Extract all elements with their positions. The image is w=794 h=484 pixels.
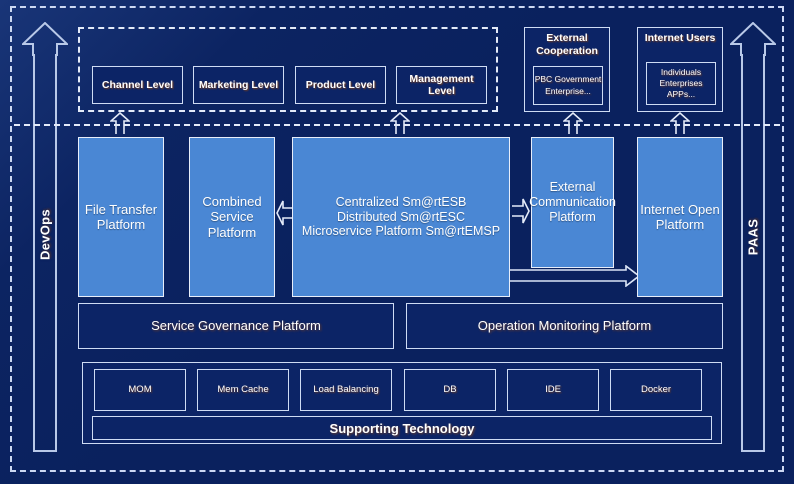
service-governance-platform[interactable]: Service Governance Platform: [78, 303, 394, 349]
right-arrow-icon-esb-to-external-comm: [512, 198, 530, 224]
platform-external-communication-label: External Communication Platform: [529, 180, 616, 224]
level-box-product[interactable]: Product Level: [295, 66, 386, 104]
external-cooperation-inner: PBC Government Enterprise...: [533, 66, 603, 105]
platform-file-transfer-label: File Transfer Platform: [84, 201, 158, 232]
external-cooperation-group[interactable]: External Cooperation PBC Government Ente…: [524, 27, 610, 112]
paas-arrow-head-icon: [730, 22, 776, 56]
internet-users-group[interactable]: Internet Users Individuals Enterprises A…: [637, 27, 723, 112]
tech-box-mem-cache[interactable]: Mem Cache: [197, 369, 289, 411]
platform-internet-open[interactable]: Internet Open Platform: [637, 137, 723, 297]
tech-box-ide[interactable]: IDE: [507, 369, 599, 411]
external-cooperation-title: External Cooperation: [536, 32, 598, 57]
consumer-levels-band: [78, 27, 498, 112]
level-box-management[interactable]: Management Level: [396, 66, 487, 104]
tech-box-load-balancing[interactable]: Load Balancing: [300, 369, 392, 411]
devops-arrow-label: DevOps: [37, 209, 53, 260]
tech-box-mom[interactable]: MOM: [94, 369, 186, 411]
up-arrow-icon-file-transfer: [110, 112, 130, 134]
devops-arrow-shaft: [33, 54, 57, 452]
platform-combined-service-label: Combined Service Platform: [202, 194, 262, 240]
platform-external-communication[interactable]: External Communication Platform: [529, 137, 616, 268]
right-arrow-icon-esb-to-internet-open: [510, 265, 640, 287]
level-box-marketing[interactable]: Marketing Level: [193, 66, 284, 104]
outer-dashed-frame: [10, 6, 784, 472]
tech-box-docker[interactable]: Docker: [610, 369, 702, 411]
internet-users-inner: Individuals Enterprises APPs...: [646, 62, 716, 105]
platform-esb-suite[interactable]: Centralized Sm@rtESB Distributed Sm@rtES…: [292, 137, 510, 297]
platform-combined-service[interactable]: Combined Service Platform: [189, 137, 275, 297]
paas-arrow-label: PAAS: [745, 218, 761, 256]
operation-monitoring-platform[interactable]: Operation Monitoring Platform: [406, 303, 723, 349]
paas-arrow-shaft: [741, 54, 765, 452]
paas-arrow: PAAS: [730, 22, 776, 452]
devops-arrow: DevOps: [22, 22, 68, 452]
supporting-technology-label: Supporting Technology: [329, 420, 475, 436]
layer-divider: [14, 124, 780, 126]
service-governance-platform-label: Service Governance Platform: [151, 318, 321, 334]
platform-internet-open-label: Internet Open Platform: [640, 201, 720, 232]
platform-esb-suite-label: Centralized Sm@rtESB Distributed Sm@rtES…: [301, 194, 501, 239]
level-box-channel[interactable]: Channel Level: [92, 66, 183, 104]
operation-monitoring-platform-label: Operation Monitoring Platform: [477, 318, 652, 334]
up-arrow-icon-external-comm: [563, 112, 583, 134]
up-arrow-icon-internet-open: [670, 112, 690, 134]
left-arrow-icon-esb-to-combined: [276, 200, 294, 226]
devops-arrow-head-icon: [22, 22, 68, 56]
platform-file-transfer[interactable]: File Transfer Platform: [78, 137, 164, 297]
up-arrow-icon-esb: [390, 112, 410, 134]
supporting-technology-bar[interactable]: Supporting Technology: [92, 416, 712, 440]
tech-box-db[interactable]: DB: [404, 369, 496, 411]
internet-users-title: Internet Users: [644, 32, 716, 44]
